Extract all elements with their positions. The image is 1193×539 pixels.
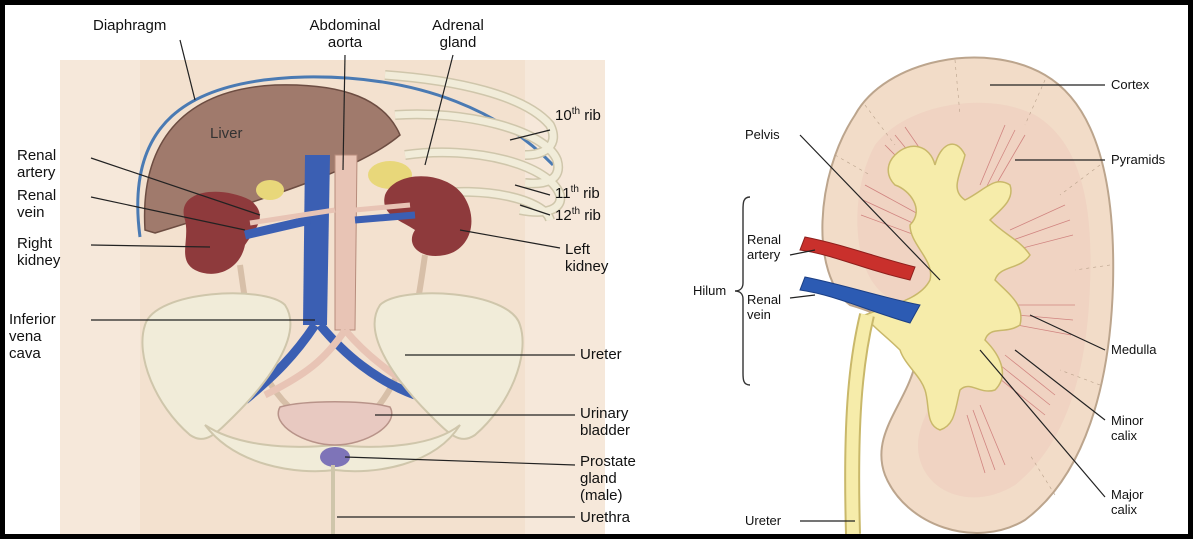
label-12th-rib: 12th rib	[555, 207, 601, 224]
label-prostate-gland: Prostate gland (male)	[580, 453, 636, 504]
label-hilum: Hilum	[693, 283, 726, 298]
label-ureter-left: Ureter	[580, 346, 622, 363]
label-minor-calix: Minor calix	[1111, 413, 1144, 443]
label-major-calix: Major calix	[1111, 487, 1144, 517]
label-11th-rib: 11th rib	[555, 185, 600, 202]
label-pelvis: Pelvis	[745, 127, 780, 142]
label-medulla: Medulla	[1111, 342, 1157, 357]
label-right-kidney: Right kidney	[17, 235, 60, 269]
diagram-frame: Diaphragm Abdominal aorta Adrenal gland …	[5, 5, 1188, 534]
label-adrenal-gland: Adrenal gland	[423, 17, 493, 51]
label-left-kidney: Left kidney	[565, 241, 608, 275]
label-cortex: Cortex	[1111, 77, 1149, 92]
kidney-cross-section-illustration	[735, 58, 1113, 534]
label-diaphragm: Diaphragm	[93, 17, 166, 34]
label-renal-artery-right: Renal artery	[747, 232, 781, 262]
urinary-system-illustration	[60, 40, 605, 534]
label-renal-vein: Renal vein	[17, 187, 56, 221]
label-renal-vein-right: Renal vein	[747, 292, 781, 322]
label-10th-rib: 10th rib	[555, 107, 601, 124]
label-renal-artery: Renal artery	[17, 147, 56, 181]
label-ureter-right: Ureter	[745, 513, 781, 528]
label-urethra: Urethra	[580, 509, 630, 526]
hilum-bracket	[735, 197, 750, 385]
abdominal-aorta-vessel	[335, 155, 357, 330]
inferior-vena-cava-vessel	[303, 155, 330, 325]
label-urinary-bladder: Urinary bladder	[580, 405, 630, 439]
label-liver: Liver	[210, 125, 243, 142]
label-abdominal-aorta: Abdominal aorta	[305, 17, 385, 51]
adrenal-gland-right	[256, 180, 284, 200]
label-inferior-vena-cava: Inferior vena cava	[9, 311, 56, 362]
label-pyramids: Pyramids	[1111, 152, 1165, 167]
